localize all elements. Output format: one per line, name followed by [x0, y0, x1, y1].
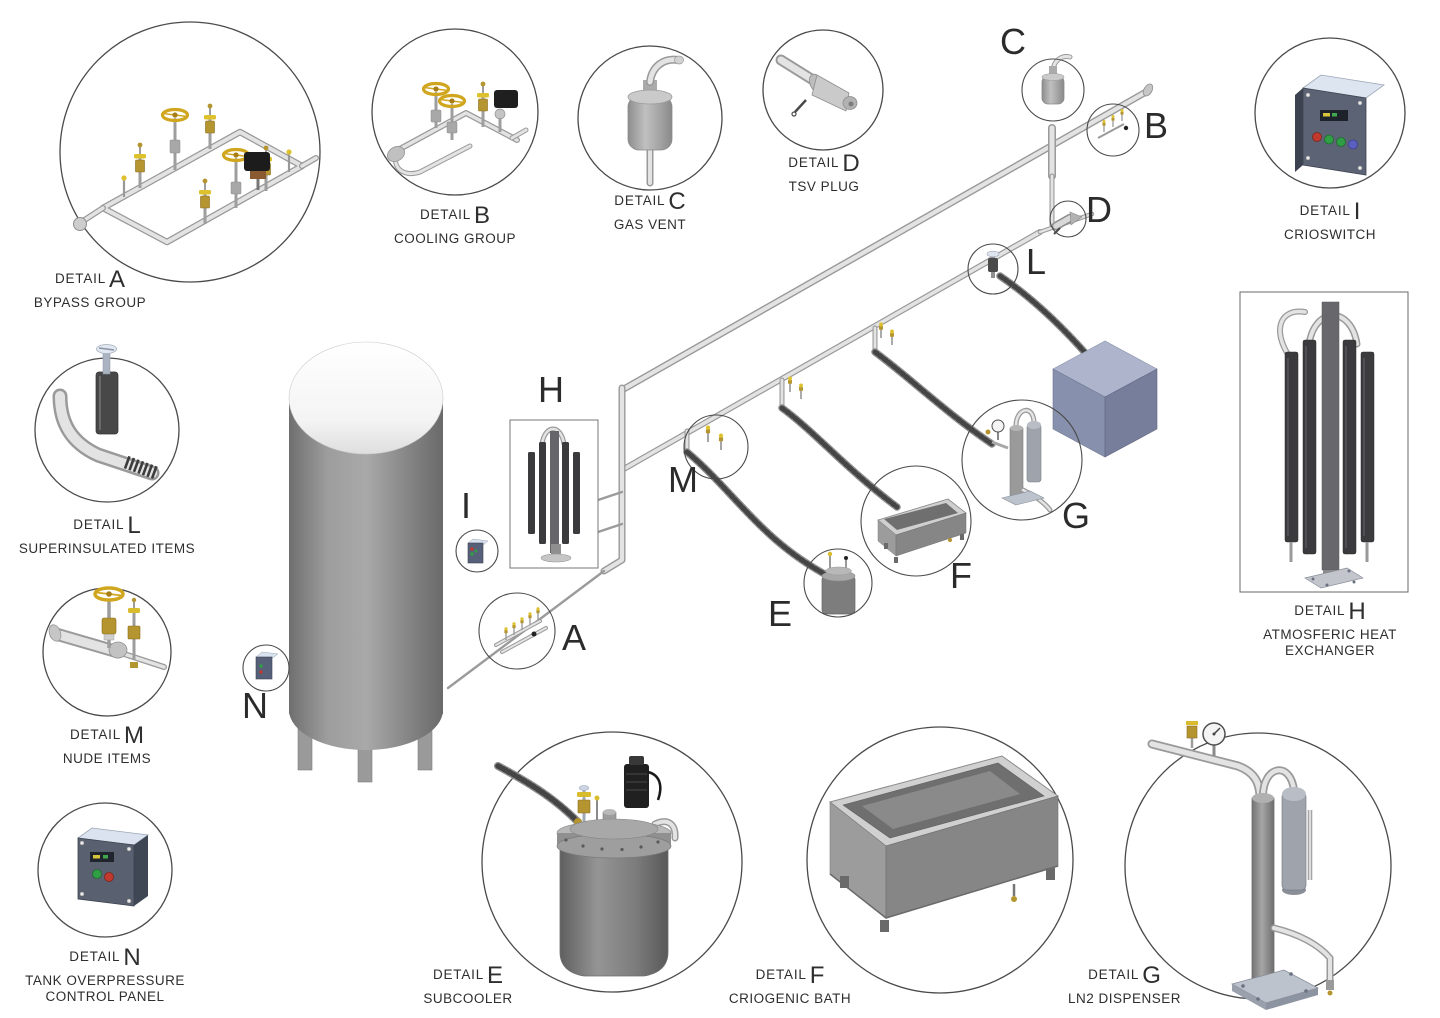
detail-b-prefix: DETAIL — [419, 207, 472, 222]
plan-callout-m — [683, 414, 749, 480]
detail-b-letter: B — [474, 202, 491, 229]
detail-view-heat-exchanger — [1239, 291, 1409, 593]
plan-letter-m: M — [668, 459, 699, 500]
plan-letter-b: B — [1144, 105, 1170, 146]
detail-i-letter: I — [1353, 198, 1361, 225]
detail-l-prefix: DETAIL — [73, 517, 125, 532]
detail-view-bypass-group — [59, 21, 321, 283]
detail-view-tsv-plug — [762, 29, 884, 151]
plan-letter-a: A — [562, 617, 588, 658]
detail-d-prefix: DETAIL — [788, 155, 840, 170]
detail-e-name: SUBCOOLER — [423, 991, 513, 1006]
plan-letter-c: C — [1000, 21, 1027, 62]
plan-letter-g: G — [1062, 495, 1092, 536]
plan-callout-i — [455, 529, 499, 573]
detail-e-prefix: DETAIL — [432, 967, 485, 982]
detail-f-letter: F — [809, 962, 825, 989]
detail-n-name: TANK OVERPRESSURE CONTROL PANEL — [25, 973, 185, 1005]
plan-callout-f — [860, 465, 972, 577]
detail-g-letter: G — [1142, 962, 1161, 989]
detail-d-name: TSV PLUG — [788, 179, 860, 194]
plan-letter-d: D — [1086, 189, 1113, 230]
detail-c-letter: C — [668, 188, 686, 215]
detail-m-prefix: DETAIL — [69, 727, 122, 742]
plan-letter-e: E — [768, 593, 794, 634]
detail-view-superinsulated-items — [34, 344, 180, 503]
detail-h-prefix: DETAIL — [1294, 603, 1346, 618]
detail-view-cooling-group — [371, 28, 539, 196]
customer-machine-cube — [1052, 340, 1158, 458]
plan-callout-d — [1049, 200, 1087, 238]
detail-h-letter: H — [1348, 598, 1366, 625]
plan-letter-i: I — [461, 485, 473, 526]
detail-view-cryogenic-bath — [806, 726, 1074, 994]
detail-g-name: LN2 DISPENSER — [1067, 991, 1182, 1006]
detail-view-subcooler — [481, 731, 743, 993]
detail-e-letter: E — [487, 962, 504, 989]
plan-callout-c — [1021, 54, 1085, 122]
detail-view-overpressure-panel — [37, 802, 173, 938]
detail-l-name: SUPERINSULATED ITEMS — [18, 541, 196, 556]
detail-n-letter: N — [123, 944, 141, 971]
plan-callout-g — [961, 399, 1083, 521]
detail-i-prefix: DETAIL — [1299, 203, 1351, 218]
detail-d-letter: D — [842, 150, 860, 177]
detail-view-nude-items — [42, 586, 172, 717]
plan-callout-n — [242, 644, 290, 692]
detail-view-gas-vent — [577, 45, 723, 191]
detail-a-name: BYPASS GROUP — [33, 295, 147, 310]
detail-n-prefix: DETAIL — [69, 949, 121, 964]
detail-c-name: GAS VENT — [613, 217, 687, 232]
plan-callout-l — [967, 243, 1019, 295]
detail-c-prefix: DETAIL — [614, 193, 666, 208]
detail-l-letter: L — [127, 512, 141, 539]
detail-m-letter: M — [124, 722, 145, 749]
plan-letter-f: F — [950, 555, 973, 596]
plan-callout-b — [1086, 103, 1140, 157]
detail-b-name: COOLING GROUP — [393, 231, 516, 246]
detail-g-prefix: DETAIL — [1088, 967, 1140, 982]
detail-f-prefix: DETAIL — [755, 967, 807, 982]
plan-callout-e — [803, 548, 873, 618]
plan-letter-h: H — [538, 369, 565, 410]
plan-detail-box-h — [509, 419, 599, 569]
detail-m-name: NUDE ITEMS — [62, 751, 152, 766]
flexible-hoses — [683, 272, 1092, 581]
detail-view-ln2-dispenser — [1124, 721, 1392, 1010]
detail-view-crioswitch — [1254, 37, 1406, 189]
plan-callout-a — [478, 592, 556, 670]
detail-f-name: CRIOGENIC BATH — [728, 991, 852, 1006]
detail-a-prefix: DETAIL — [54, 271, 107, 286]
detail-i-name: CRIOSWITCH — [1284, 227, 1376, 242]
det ail-h-name: ATMOSFERIC HEAT EXCHANGER — [1263, 627, 1397, 659]
plan-letter-n: N — [242, 685, 269, 726]
detail-a-letter: A — [109, 266, 126, 293]
main-pipeline — [446, 83, 1154, 690]
storage-tank — [288, 341, 444, 783]
plan-letter-l: L — [1026, 241, 1048, 282]
